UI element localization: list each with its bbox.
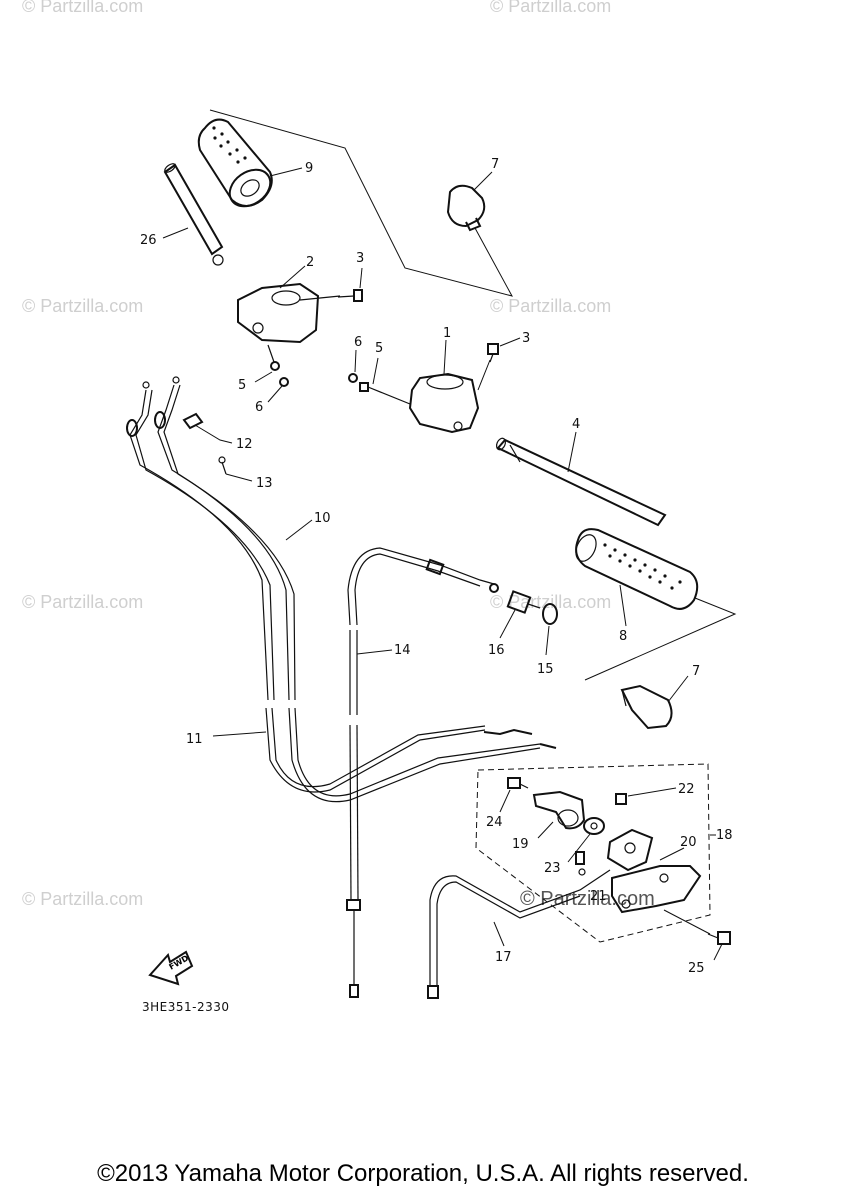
watermark: © Partzilla.com xyxy=(22,592,143,612)
screw-5-left xyxy=(267,344,280,371)
bolt-25 xyxy=(707,931,731,945)
throttle-tube-26 xyxy=(163,163,224,266)
callout-6b: 6 xyxy=(354,335,362,350)
callout-4: 4 xyxy=(572,417,580,432)
watermark: © Partzilla.com xyxy=(22,296,143,316)
watermark: © Partzilla.com xyxy=(490,0,611,16)
callout-26: 26 xyxy=(140,233,157,248)
callout-18: 18 xyxy=(716,828,733,843)
callout-11: 11 xyxy=(186,732,203,747)
grip-8 xyxy=(575,528,699,610)
callout-21: 21 xyxy=(590,889,607,904)
handlebar-4 xyxy=(495,437,667,527)
adjuster-16 xyxy=(506,590,541,614)
bar-end-7-upper xyxy=(446,184,486,232)
group-bracket xyxy=(209,109,513,297)
callout-16: 16 xyxy=(488,643,505,658)
callout-2: 2 xyxy=(306,255,314,270)
callout-7a: 7 xyxy=(491,157,499,172)
callout-24: 24 xyxy=(486,815,503,830)
callout-1: 1 xyxy=(443,326,451,341)
callout-19: 19 xyxy=(512,837,529,852)
fwd-arrow-icon: FWD xyxy=(148,950,194,986)
callout-9: 9 xyxy=(305,161,313,176)
switch-housing-1 xyxy=(408,372,480,434)
cable-guide-12 xyxy=(182,412,204,430)
callout-6a: 6 xyxy=(255,400,263,415)
diagram-code: 3HE351-2330 xyxy=(142,1000,230,1014)
clutch-cable-14 xyxy=(346,547,499,998)
nut-6-right xyxy=(348,373,358,383)
bar-end-7-lower xyxy=(620,684,673,730)
screw-13 xyxy=(218,456,227,475)
screw-22 xyxy=(615,793,627,805)
callout-8: 8 xyxy=(619,629,627,644)
callout-7b: 7 xyxy=(692,664,700,679)
throttle-grip-9 xyxy=(197,118,273,208)
switch-housing-2 xyxy=(237,282,341,344)
cable-17 xyxy=(427,851,611,999)
callout-15: 15 xyxy=(537,662,554,677)
assembly-18-box xyxy=(475,763,711,943)
callout-3b: 3 xyxy=(522,331,530,346)
screw-3-lower xyxy=(487,343,499,363)
callout-17: 17 xyxy=(495,950,512,965)
callout-13: 13 xyxy=(256,476,273,491)
callout-5a: 5 xyxy=(238,378,246,393)
callout-3a: 3 xyxy=(356,251,364,266)
copyright-notice: ©2013 Yamaha Motor Corporation, U.S.A. A… xyxy=(97,1160,749,1187)
callout-22: 22 xyxy=(678,782,695,797)
watermark: © Partzilla.com xyxy=(490,592,611,612)
locknut-15 xyxy=(542,603,558,625)
bracket-20 xyxy=(606,828,702,914)
callout-20: 20 xyxy=(680,835,697,850)
watermark: © Partzilla.com xyxy=(520,888,655,910)
nut-6-left xyxy=(279,377,289,387)
callout-23: 23 xyxy=(544,861,561,876)
bolt-24 xyxy=(507,777,529,789)
watermark: © Partzilla.com xyxy=(490,296,611,316)
callout-12: 12 xyxy=(236,437,253,452)
callout-10: 10 xyxy=(314,511,331,526)
screw-5-right xyxy=(359,382,411,405)
callout-5b: 5 xyxy=(375,341,383,356)
watermark: © Partzilla.com xyxy=(22,889,143,909)
lever-19 xyxy=(532,790,586,830)
callout-25: 25 xyxy=(688,961,705,976)
watermark: © Partzilla.com xyxy=(22,0,143,16)
callout-14: 14 xyxy=(394,643,411,658)
screw-3-upper xyxy=(337,289,363,302)
washer-23 xyxy=(583,817,605,835)
